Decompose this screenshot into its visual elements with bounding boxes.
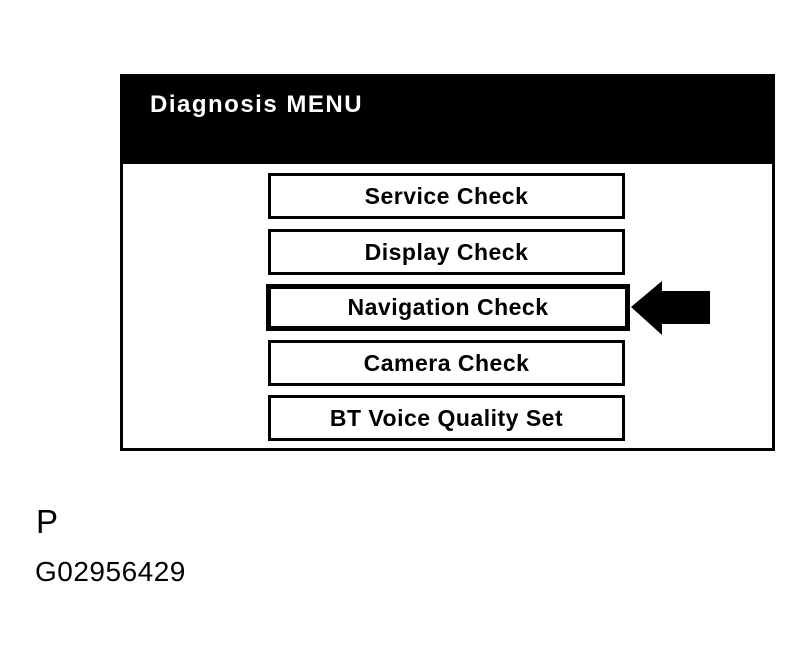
menu-button-bt-voice-quality-set[interactable]: BT Voice Quality Set [268,395,625,441]
menu-button-navigation-check[interactable]: Navigation Check [266,284,630,331]
screen-title: Diagnosis MENU [150,91,364,118]
menu-button-display-check[interactable]: Display Check [268,229,625,275]
figure-id: G02956429 [35,556,186,587]
arrow-left-icon [631,281,710,335]
menu-button-camera-check[interactable]: Camera Check [268,340,625,386]
menu-button-service-check[interactable]: Service Check [268,173,625,219]
screen-header: Diagnosis MENU [120,74,775,164]
page-marker: P [36,503,59,540]
